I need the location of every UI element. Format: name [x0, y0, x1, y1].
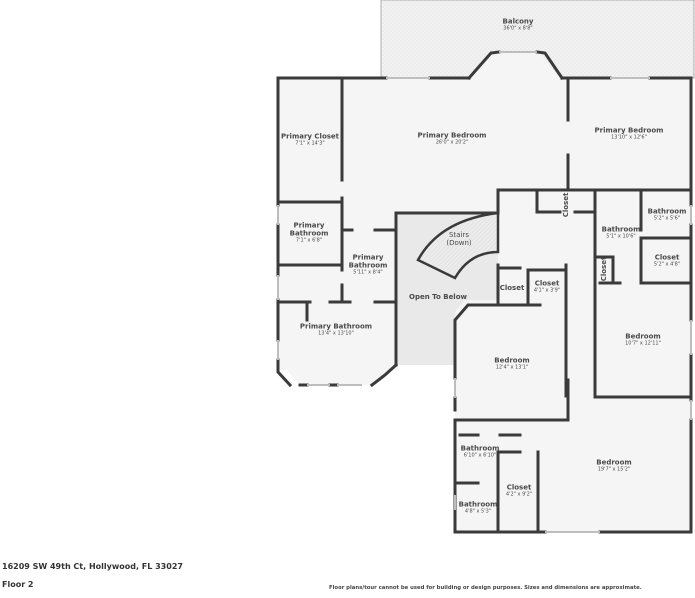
room-name: Bedroom: [625, 332, 661, 341]
room-primary-bedroom-main: Primary Bedroom 26'0" x 20'2": [418, 132, 487, 147]
room-dimensions: 4'8" x 5'3": [464, 508, 492, 515]
room-dimensions: 6'10" x 6'10": [463, 452, 497, 459]
room-name: Primary Bathroom: [348, 253, 388, 270]
room-dimensions: 4'2" x 9'2": [505, 491, 533, 498]
room-primary-bathroom-center: Primary Bathroom 5'11" x 8'4": [348, 254, 388, 277]
room-dimensions: 5'2" x 5'6": [653, 215, 681, 222]
room-closet-hall: Closet: [562, 193, 570, 218]
room-open-to-below: Open To Below: [409, 293, 467, 301]
room-name: Primary Bedroom: [594, 126, 664, 135]
floor-label: Floor 2: [2, 580, 34, 589]
room-dimensions: 7'1" x 14'3": [295, 140, 325, 147]
bay-window-floor: [469, 52, 560, 78]
room-name: Bathroom: [647, 207, 687, 216]
room-dimensions: 7'1" x 6'8": [295, 237, 323, 244]
room-dimensions: 26'0" x 20'2": [435, 139, 469, 146]
walls: [276, 50, 693, 534]
room-primary-bathroom-small: Primary Bathroom 7'1" x 6'8": [289, 222, 329, 245]
room-bedroom-12-4: Bedroom 12'4" x 13'1": [494, 357, 529, 372]
room-closet-4-2: Closet 4'2" x 9'2": [506, 484, 532, 499]
room-dimensions: 10'7" x 12'11": [625, 340, 661, 347]
room-name: Bedroom: [494, 356, 530, 365]
room-name: Balcony: [502, 17, 534, 26]
room-primary-bathroom-large: Primary Bathroom 13'4" x 13'10": [300, 323, 372, 338]
room-name: Closet: [599, 256, 608, 282]
room-bathroom-5-2: Bathroom 5'2" x 5'6": [648, 208, 687, 223]
room-name: Closet: [506, 483, 532, 492]
room-name: Open To Below: [409, 292, 467, 301]
room-primary-bedroom-side: Primary Bedroom 13'10" x 12'6": [595, 127, 664, 142]
windows: [277, 51, 692, 533]
room-closet-small: Closet: [600, 257, 608, 282]
room-dimensions: 5'11" x 8'4": [353, 269, 383, 276]
room-dimensions: 13'10" x 12'6": [611, 134, 647, 141]
room-name: Stairs (Down): [446, 230, 472, 247]
room-name: Primary Bedroom: [417, 131, 487, 140]
room-bathroom-5-1: Bathroom 5'1" x 10'6": [602, 226, 641, 241]
room-dimensions: 12'4" x 13'1": [495, 364, 529, 371]
room-name: Primary Bathroom: [299, 322, 373, 331]
room-bathroom-6-10: Bathroom 6'10" x 6'10": [461, 445, 500, 460]
room-name: Closet: [654, 253, 680, 262]
room-dimensions: 19'7" x 15'2": [597, 466, 631, 473]
room-name: Closet: [561, 192, 570, 218]
room-stairs: Stairs (Down): [442, 231, 476, 247]
room-primary-closet: Primary Closet 7'1" x 14'3": [281, 133, 339, 148]
room-closet-middle: Closet: [500, 284, 525, 292]
room-dimensions: 36'0" x 8'8": [503, 25, 533, 32]
disclaimer: Floor plans/tour cannot be used for buil…: [329, 585, 642, 591]
room-bedroom-10-7: Bedroom 10'7" x 12'11": [625, 333, 661, 348]
room-balcony: Balcony 36'0" x 8'8": [503, 18, 534, 33]
room-dimensions: 5'2" x 4'8": [653, 261, 681, 268]
room-name: Bathroom: [601, 225, 641, 234]
room-dimensions: 13'4" x 13'10": [318, 330, 354, 337]
room-closet-5-2: Closet 5'2" x 4'8": [654, 254, 680, 269]
room-bedroom-19-7: Bedroom 19'7" x 15'2": [596, 459, 631, 474]
room-name: Primary Closet: [280, 132, 340, 141]
room-name: Closet: [499, 283, 525, 292]
room-dimensions: 5'1" x 10'6": [606, 233, 636, 240]
room-dimensions: 4'1" x 3'9": [533, 287, 561, 294]
room-name: Primary Bathroom: [289, 221, 329, 238]
room-closet-4-1: Closet 4'1" x 3'9": [534, 280, 560, 295]
room-name: Bathroom: [458, 500, 498, 509]
room-name: Bedroom: [596, 458, 632, 467]
room-name: Bathroom: [460, 444, 500, 453]
room-bathroom-4-8: Bathroom 4'8" x 5'3": [459, 501, 498, 516]
property-address: 16209 SW 49th Ct, Hollywood, FL 33027: [2, 562, 183, 571]
room-name: Closet: [534, 279, 560, 288]
